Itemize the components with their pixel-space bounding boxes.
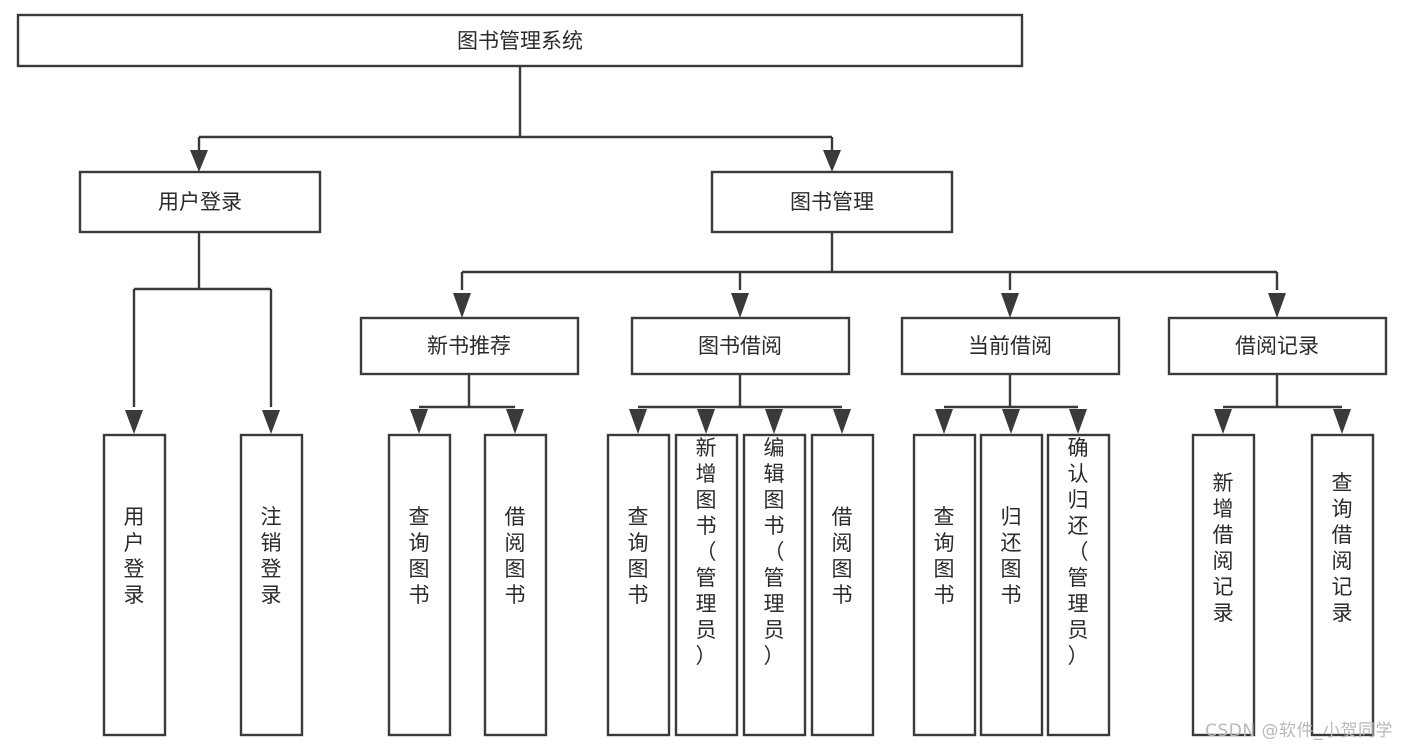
arrow-head-user-login (190, 150, 208, 172)
node-borrow-record-box[interactable] (1167, 316, 1388, 376)
node-leaf-edit-book[interactable]: 编辑图书（管理员） (742, 433, 807, 737)
arrow-head-leaf-return-book (1002, 409, 1020, 434)
node-current-borrow-box[interactable] (900, 316, 1121, 376)
node-leaf-user-logout[interactable]: 注销登录 (239, 433, 304, 737)
arrow-head-leaf-borrow-book-1 (506, 409, 524, 434)
arrow-head-leaf-confirm-return (1069, 409, 1087, 434)
arrow-head-book-borrow (731, 293, 749, 318)
node-leaf-return-book[interactable]: 归还图书 (979, 433, 1044, 737)
arrow-head-leaf-user-logout (262, 410, 280, 434)
arrow-head-borrow-record (1268, 293, 1286, 318)
arrow-head-leaf-borrow-book-2 (833, 409, 851, 434)
node-current-borrow[interactable]: 当前借阅 (900, 316, 1121, 376)
arrow-head-leaf-query-book-3 (935, 409, 953, 434)
node-leaf-query-record[interactable]: 查询借阅记录 (1310, 433, 1375, 737)
connector-layer (125, 66, 1351, 434)
arrow-head-leaf-query-record (1333, 409, 1351, 434)
arrow-head-book-manage (823, 150, 841, 172)
arrow-head-current-borrow (1001, 293, 1019, 318)
node-book-borrow-box[interactable] (630, 316, 851, 376)
node-root-box[interactable] (16, 13, 1024, 68)
arrow-head-leaf-query-book-1 (410, 409, 428, 434)
node-leaf-user-logout-label: 注销登录 (261, 505, 282, 607)
node-root-label: 图书管理系统 (457, 29, 583, 53)
node-leaf-user-logout-box[interactable] (239, 433, 304, 737)
node-borrow-record-label: 借阅记录 (1235, 334, 1319, 358)
node-leaf-return-book-box[interactable] (979, 433, 1044, 737)
node-leaf-confirm-return-box[interactable] (1046, 433, 1111, 737)
node-new-book-recommend-label: 新书推荐 (427, 334, 511, 358)
node-leaf-return-book-label: 归还图书 (1001, 505, 1022, 607)
node-root[interactable]: 图书管理系统 (16, 13, 1024, 68)
node-user-login-label: 用户登录 (158, 190, 242, 214)
node-leaf-add-record-label: 新增借阅记录 (1213, 471, 1234, 625)
node-leaf-query-book-2-box[interactable] (606, 433, 671, 737)
node-leaf-query-book-3-box[interactable] (912, 433, 977, 737)
node-book-manage[interactable]: 图书管理 (710, 170, 954, 234)
arrow-head-leaf-query-book-2 (629, 409, 647, 434)
arrow-head-leaf-add-record (1214, 409, 1232, 434)
node-leaf-edit-book-box[interactable] (742, 433, 807, 737)
node-leaf-borrow-book-2-box[interactable] (810, 433, 875, 737)
node-leaf-query-book-3-label: 查询图书 (934, 505, 955, 607)
node-leaf-query-record-box[interactable] (1310, 433, 1375, 737)
node-leaf-add-book-label: 新增图书（管理员） (696, 436, 717, 668)
node-leaf-query-book-2[interactable]: 查询图书 (606, 433, 671, 737)
node-leaf-add-book-box[interactable] (674, 433, 739, 737)
node-new-book-recommend-box[interactable] (359, 316, 580, 376)
node-book-manage-box[interactable] (710, 170, 954, 234)
arrow-head-new-book-recommend (453, 293, 471, 318)
node-new-book-recommend[interactable]: 新书推荐 (359, 316, 580, 376)
node-user-login[interactable]: 用户登录 (78, 170, 322, 234)
node-book-borrow-label: 图书借阅 (698, 334, 782, 358)
node-leaf-query-record-label: 查询借阅记录 (1332, 471, 1353, 625)
node-leaf-add-record-box[interactable] (1191, 433, 1256, 737)
node-book-borrow[interactable]: 图书借阅 (630, 316, 851, 376)
node-leaf-query-book-1[interactable]: 查询图书 (387, 433, 452, 737)
node-leaf-borrow-book-1-label: 借阅图书 (505, 505, 526, 607)
node-leaf-query-book-1-label: 查询图书 (409, 505, 430, 607)
node-leaf-borrow-book-2[interactable]: 借阅图书 (810, 433, 875, 737)
node-leaf-confirm-return-label: 确认归还（管理员） (1068, 436, 1089, 668)
node-leaf-query-book-1-box[interactable] (387, 433, 452, 737)
arrow-head-leaf-edit-book (765, 409, 783, 434)
node-leaf-query-book-3[interactable]: 查询图书 (912, 433, 977, 737)
node-leaf-user-login-box[interactable] (102, 433, 167, 737)
node-leaf-edit-book-label: 编辑图书（管理员） (764, 436, 785, 668)
node-leaf-borrow-book-1[interactable]: 借阅图书 (483, 433, 548, 737)
node-book-manage-label: 图书管理 (790, 190, 874, 214)
node-user-login-box[interactable] (78, 170, 322, 234)
node-leaf-user-login-label: 用户登录 (124, 505, 145, 607)
node-leaf-borrow-book-1-box[interactable] (483, 433, 548, 737)
node-leaf-user-login[interactable]: 用户登录 (102, 433, 167, 737)
arrow-head-leaf-user-login (125, 410, 143, 434)
node-leaf-query-book-2-label: 查询图书 (628, 505, 649, 607)
node-leaf-borrow-book-2-label: 借阅图书 (832, 505, 853, 607)
node-current-borrow-label: 当前借阅 (968, 334, 1052, 358)
arrow-head-leaf-add-book (697, 409, 715, 434)
node-leaf-confirm-return[interactable]: 确认归还（管理员） (1046, 433, 1111, 737)
node-leaf-add-book[interactable]: 新增图书（管理员） (674, 433, 739, 737)
node-leaf-add-record[interactable]: 新增借阅记录 (1191, 433, 1256, 737)
node-borrow-record[interactable]: 借阅记录 (1167, 316, 1388, 376)
